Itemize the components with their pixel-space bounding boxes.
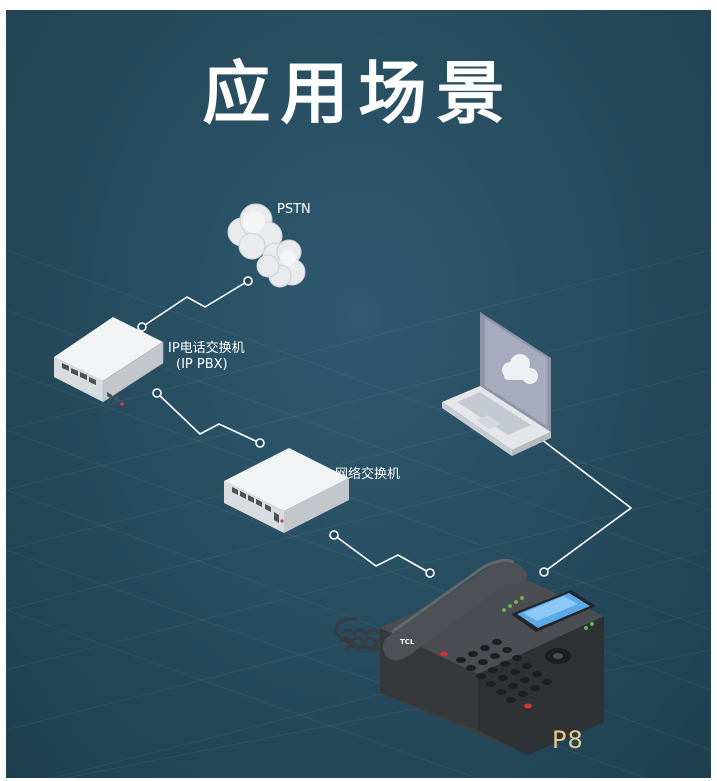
connector-lines	[141, 280, 633, 574]
connector-pbx-pstn	[141, 280, 249, 328]
diagram-panel: 应用场景	[6, 10, 711, 778]
network-switch-label: 网络交换机	[335, 467, 401, 482]
cloud-icon	[227, 203, 306, 288]
ip-pbx-label: IP电话交换机 (IP PBX)	[168, 341, 245, 373]
network-diagram: TCL	[54, 203, 633, 755]
page-title: 应用场景	[202, 55, 515, 134]
connector-pbx-switch	[156, 392, 261, 444]
connector-switch-phone	[333, 534, 431, 574]
ip-pbx-label-line1: IP电话交换机	[168, 341, 245, 356]
laptop-icon	[442, 312, 551, 456]
phone-model-label: P8	[552, 726, 584, 754]
ip-pbx-label-line2: (IP PBX)	[176, 357, 228, 372]
phone-brand-label: TCL	[400, 638, 415, 646]
connector-laptop-phone	[536, 435, 633, 573]
pstn-label: PSTN	[277, 202, 311, 217]
router-icon	[54, 317, 164, 406]
desk-phone-icon: TCL	[334, 558, 604, 755]
switch-icon	[224, 448, 349, 533]
